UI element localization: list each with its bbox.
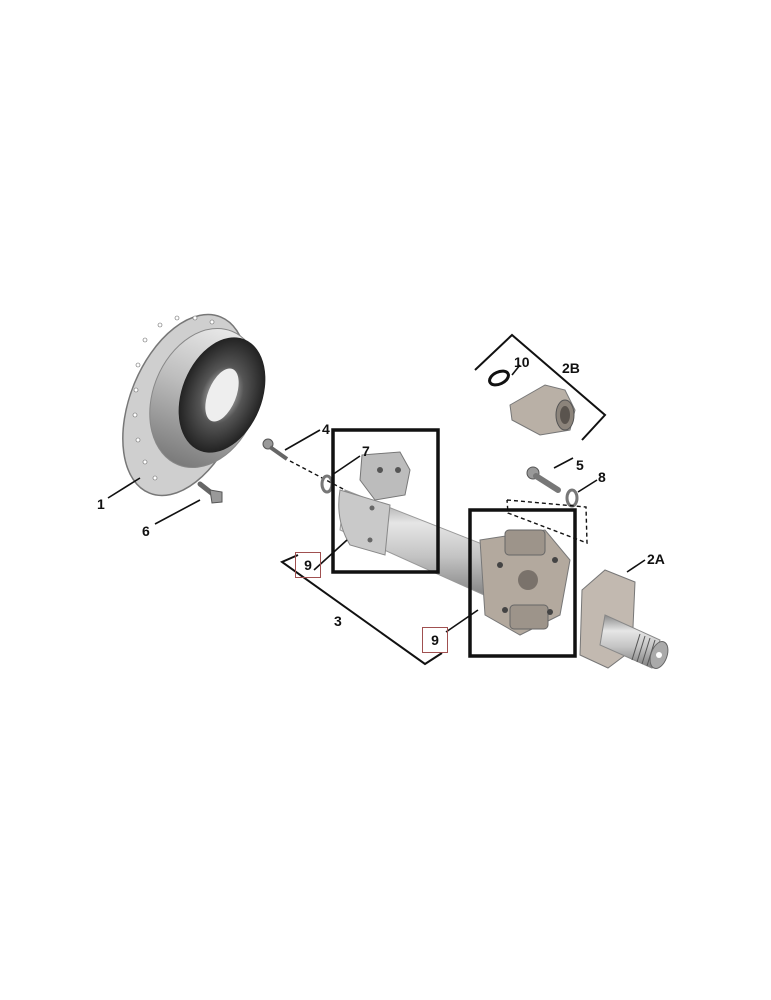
leader-lines: [107, 364, 646, 633]
bracket-3: [279, 554, 443, 666]
part-6-bolt: [197, 481, 223, 504]
highlight-box-front-ujoint: [331, 428, 440, 574]
part-3-driveshaft: [338, 451, 571, 636]
highlight-box-rear-ujoint: [468, 508, 577, 658]
part-2A-flange: [579, 569, 669, 669]
callout-9-front: 9: [295, 552, 321, 578]
callout-5: 5: [576, 457, 584, 473]
callout-1: 1: [97, 496, 105, 512]
bracket-2B: [474, 333, 607, 441]
callout-2A: 2A: [647, 551, 665, 567]
part-5-bolt: [526, 466, 561, 493]
part-7-washer: [320, 474, 334, 494]
callout-9-rear: 9: [422, 627, 448, 653]
part-2B-slip-yoke: [509, 384, 576, 436]
callout-10: 10: [514, 354, 530, 370]
callout-2B: 2B: [562, 360, 580, 376]
part-8-washer: [565, 488, 579, 508]
callout-6: 6: [142, 523, 150, 539]
callout-3: 3: [334, 613, 342, 629]
callout-7: 7: [362, 443, 370, 459]
callout-8: 8: [598, 469, 606, 485]
part-10-oring: [488, 369, 510, 387]
part-1-housing: [122, 313, 266, 497]
callout-4: 4: [322, 421, 330, 437]
part-4-bolt: [262, 438, 289, 461]
